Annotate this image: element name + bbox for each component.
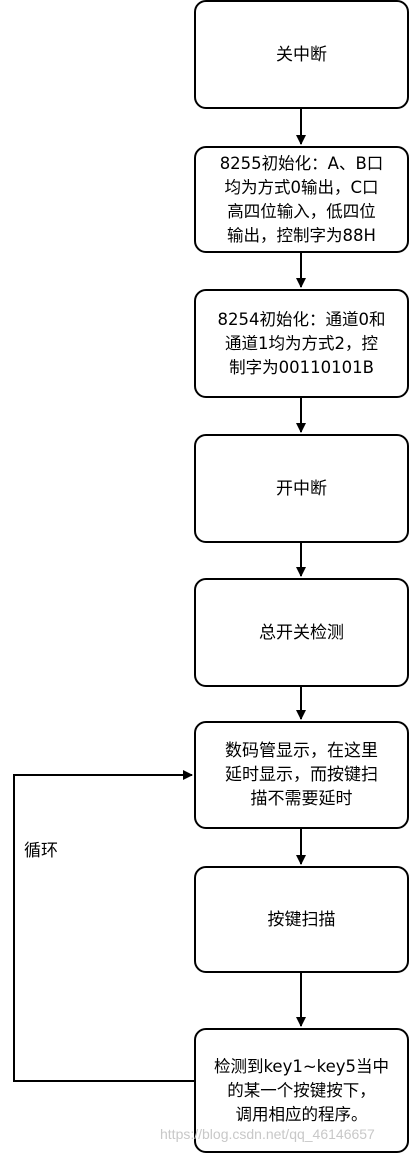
node-key-scan: 按键扫描 <box>194 866 409 973</box>
node-8254-init: 8254初始化：通道0和 通道1均为方式2，控 制字为00110101B <box>194 289 409 398</box>
loop-label: 循环 <box>24 841 58 861</box>
node-disable-interrupt: 关中断 <box>194 0 409 109</box>
watermark: https://blog.csdn.net/qq_46146657 <box>160 1126 375 1142</box>
edge-loop-n8-n6 <box>13 770 194 1082</box>
node-enable-interrupt: 开中断 <box>194 434 409 543</box>
node-display: 数码管显示，在这里 延时显示，而按键扫 描不需要延时 <box>194 721 409 829</box>
node-master-switch-check: 总开关检测 <box>194 578 409 687</box>
node-key-detect: 检测到key1~key5当中 的某一个按键按下， 调用相应的程序。 <box>194 1028 409 1153</box>
node-8255-init: 8255初始化：A、B口 均为方式0输出，C口 高四位输入，低四位 输出，控制字… <box>194 146 409 253</box>
